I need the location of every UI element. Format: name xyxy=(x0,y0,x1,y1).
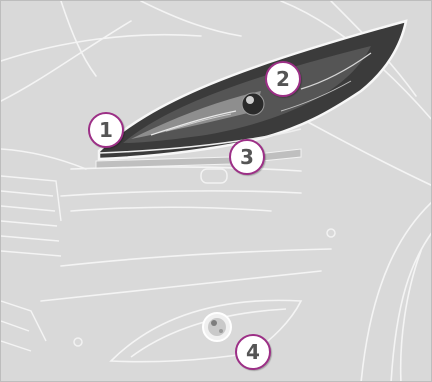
callout-label-2: 2 xyxy=(276,67,290,91)
callout-marker-2: 2 xyxy=(265,61,301,97)
callout-marker-3: 3 xyxy=(229,139,265,175)
callout-marker-1: 1 xyxy=(88,112,124,148)
callout-marker-4: 4 xyxy=(235,334,271,370)
fog-lamp xyxy=(203,313,231,341)
callout-label-3: 3 xyxy=(240,145,254,169)
callout-label-1: 1 xyxy=(99,118,113,142)
callout-label-4: 4 xyxy=(246,340,260,364)
